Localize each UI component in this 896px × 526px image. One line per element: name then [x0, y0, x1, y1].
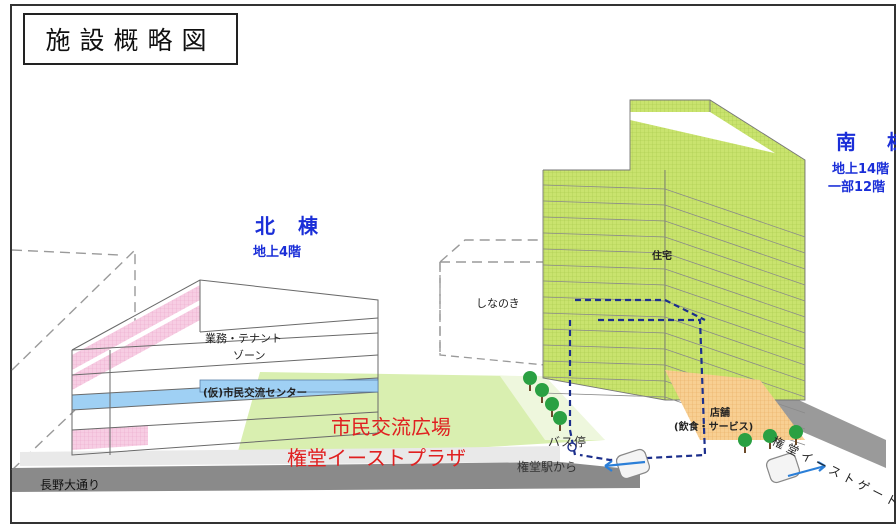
- plaza-subname: 権堂イーストプラザ: [287, 446, 466, 470]
- plaza-name: 市民交流広場: [331, 415, 451, 439]
- background-buildings: [11, 239, 545, 471]
- housing-label: 住宅: [652, 251, 672, 262]
- bus-route: [568, 298, 707, 462]
- south-building-floors-partial: 一部12階: [828, 180, 886, 195]
- bus-stop-label: バス停: [548, 435, 588, 449]
- nagano-street-label: 長野大通り: [40, 478, 101, 492]
- bus-stop-marker: [567, 442, 577, 452]
- sidewalk: [20, 446, 560, 466]
- north-building-floors: 地上4階: [253, 245, 302, 260]
- shinanoki-label: しなのき: [476, 297, 520, 310]
- direction-arrows: [604, 460, 826, 478]
- office-tenant-label: 業務・テナント: [205, 332, 282, 345]
- shop-label: 店舗: [710, 408, 730, 419]
- shinanoki-building: [439, 262, 546, 366]
- nagano-street-road: [12, 462, 640, 492]
- north-building-title: 北 棟: [255, 214, 326, 238]
- south-building: [542, 99, 806, 446]
- south-building-title: 南 棟: [836, 130, 896, 154]
- vehicles: [615, 448, 801, 484]
- from-station-label: 権堂駅から: [517, 460, 578, 474]
- trees: [523, 371, 803, 453]
- office-zone-label: ゾーン: [233, 349, 266, 362]
- diagram-title: 施設概略図: [23, 13, 238, 65]
- civic-center-label: (仮)市民交流センター: [203, 387, 308, 399]
- south-building-floors: 地上14階: [832, 162, 890, 177]
- north-building: [71, 279, 379, 456]
- shop-zone: [665, 370, 805, 440]
- shop-type-label: (飲食・サービス): [674, 422, 754, 433]
